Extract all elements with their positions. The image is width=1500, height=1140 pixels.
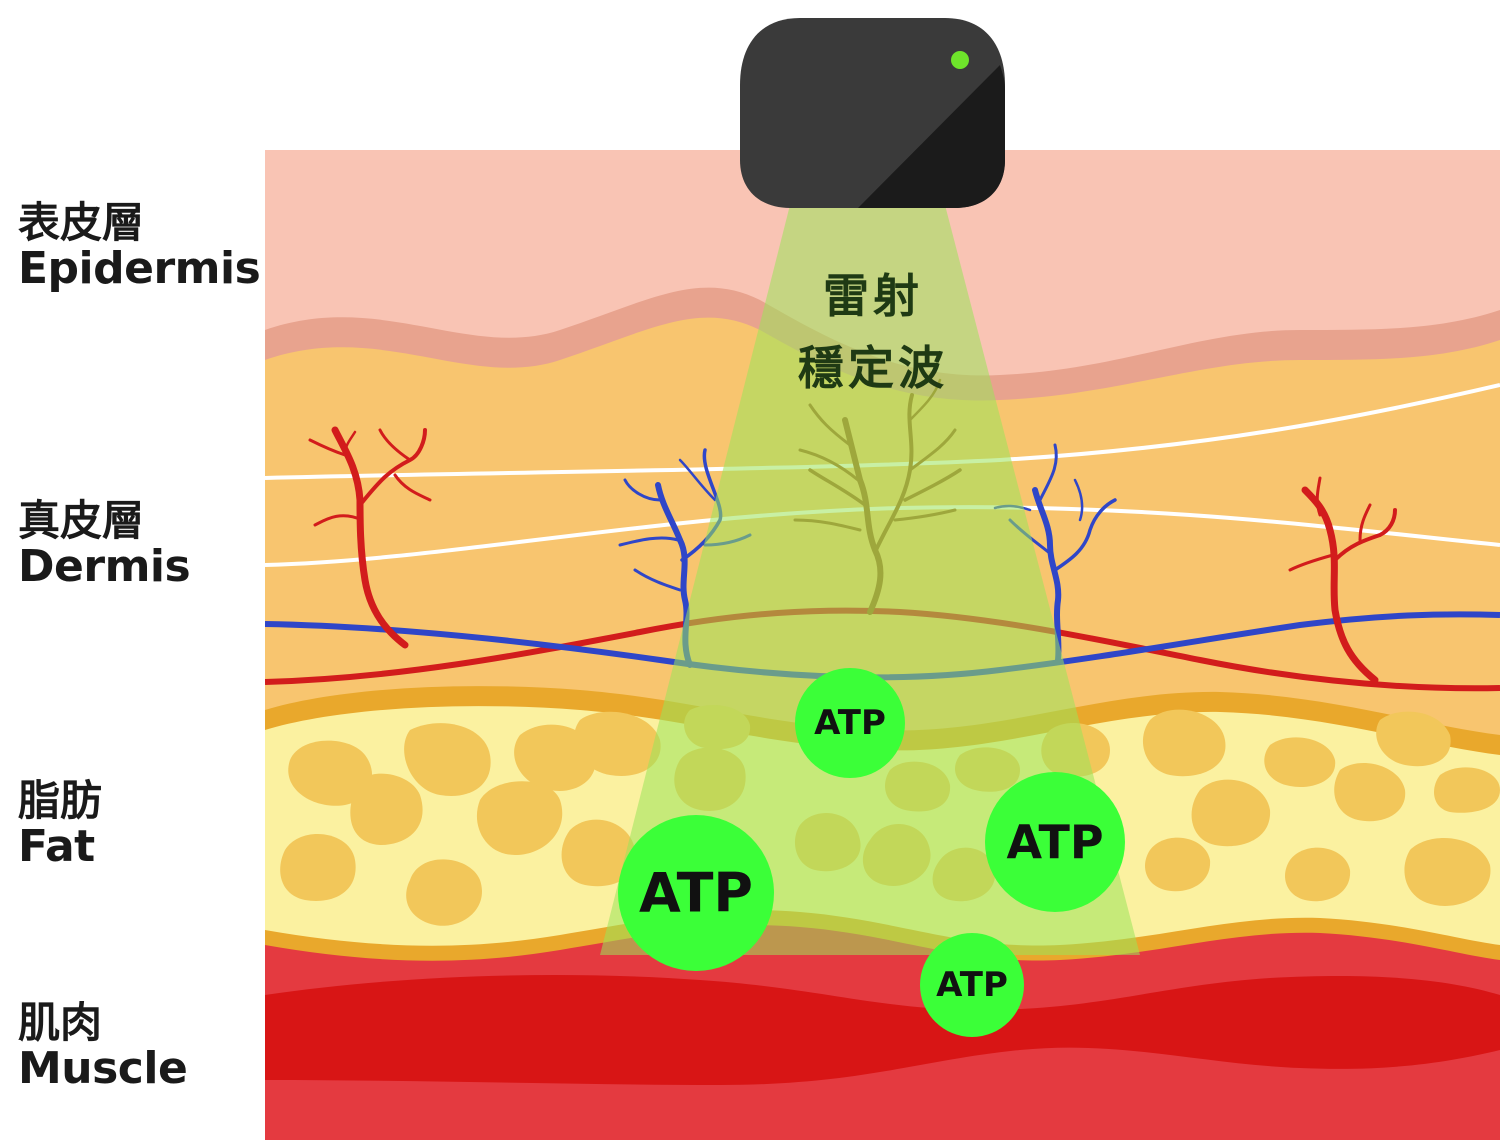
label-fat-zh: 脂肪 (18, 776, 103, 825)
beam-label-line2: 穩定波 (798, 341, 948, 395)
label-fat: 脂肪 Fat (18, 778, 102, 871)
fat-cell (1404, 838, 1491, 906)
label-muscle-en: Muscle (18, 1043, 188, 1095)
capillary-red-left (308, 426, 432, 649)
fat-cell (1142, 709, 1226, 777)
fat-cell (561, 819, 636, 887)
fat-cell (574, 711, 661, 776)
label-muscle-zh: 肌肉 (18, 998, 103, 1047)
label-dermis-zh: 真皮層 (18, 496, 145, 545)
fat-cell (280, 833, 356, 901)
label-fat-en: Fat (18, 821, 95, 873)
fat-cell (476, 781, 563, 855)
fat-cell (406, 859, 482, 926)
beam-label-line1: 雷射 (823, 269, 923, 323)
atp-label: ATP (936, 965, 1008, 1005)
laser-device (740, 18, 1005, 208)
muscle-fiber-band (265, 975, 1500, 1085)
fat-cell (1285, 847, 1351, 902)
atp-molecule: ATP (795, 668, 905, 778)
fat-cell (1376, 711, 1451, 767)
atp-molecule: ATP (618, 815, 774, 971)
label-dermis-en: Dermis (18, 541, 191, 593)
fat-cell (1434, 767, 1500, 813)
label-epidermis-en: Epidermis (18, 243, 261, 295)
fat-cell (1145, 837, 1211, 892)
label-muscle: 肌肉 Muscle (18, 998, 188, 1095)
fat-cell (1191, 779, 1271, 847)
label-epidermis-zh: 表皮層 (18, 198, 145, 247)
label-dermis: 真皮層 Dermis (18, 496, 191, 593)
atp-molecule: ATP (985, 772, 1125, 912)
layer-labels: 表皮層 Epidermis 真皮層 Dermis 脂肪 Fat 肌肉 Muscl… (0, 0, 261, 1140)
atp-label: ATP (814, 703, 886, 743)
atp-label: ATP (1006, 815, 1103, 869)
device-indicator-light (951, 51, 969, 69)
atp-molecule: ATP (920, 933, 1024, 1037)
capillary-red-right (1288, 476, 1397, 684)
laser-beam (600, 205, 1140, 955)
fat-cell (350, 773, 423, 845)
fat-cell (1264, 737, 1336, 787)
device-shadow (858, 65, 1005, 208)
fat-cell (1334, 762, 1406, 822)
atp-label: ATP (639, 862, 753, 925)
fat-cell (288, 740, 373, 806)
label-epidermis: 表皮層 Epidermis (18, 198, 261, 295)
fat-cell (404, 723, 491, 796)
